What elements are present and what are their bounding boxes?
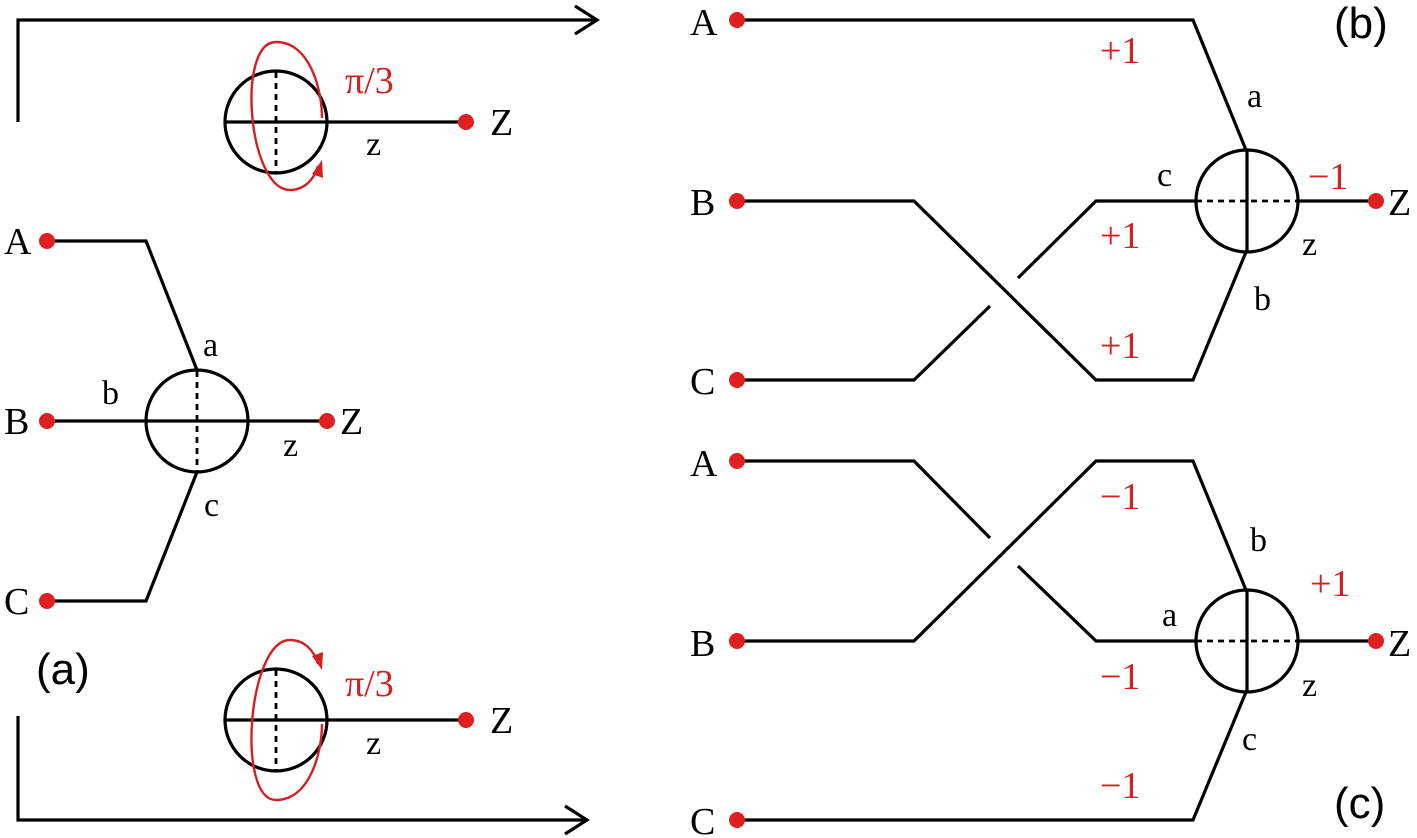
wire-C [47,471,199,603]
terminal-dot-B [729,633,745,649]
leg-label-b: b [1254,281,1271,318]
terminal-label-Z: Z [340,401,363,443]
panel-c: A B C Z a b c z −1 −1 −1 +1 (c) [690,443,1411,838]
terminal-label-Z: Z [1388,182,1411,224]
terminal-label: Z [490,700,513,742]
wire-C-lower [737,304,992,382]
rotation-angle: π/3 [345,60,394,102]
terminal-dot-A [729,12,745,28]
rotation-arrow-head [312,160,323,178]
leg-label: z [366,725,381,762]
leg-label-z: z [1302,667,1317,704]
sign-middle: +1 [1100,215,1140,257]
terminal-dot-B [729,193,745,209]
terminal-label-B: B [690,182,715,224]
terminal-label-B: B [690,623,715,665]
leg-label-c: c [204,487,219,524]
rotation-angle: π/3 [345,663,394,705]
bottom-arrow-head [564,804,590,836]
wire-A-upper [737,459,992,540]
top-rotation-junction: π/3 Z z [223,40,513,192]
sign-bottom: +1 [1100,325,1140,367]
rotation-arrow [250,40,320,192]
sign-middle: −1 [1100,656,1140,698]
terminal-label-C: C [690,361,715,403]
bottom-transition-arrow [16,716,586,822]
terminal-dot [458,114,474,130]
terminal-label-A: A [690,2,718,44]
rotation-arrow [250,638,324,802]
rotation-arrow-head [312,652,323,670]
terminal-dot-Z [319,413,335,429]
leg-label-b: b [1250,522,1267,559]
terminal-dot-C [729,812,745,828]
leg-label-c: c [1157,157,1172,194]
leg-label-c: c [1242,721,1257,758]
terminal-label-C: C [4,581,29,623]
sign-z: −1 [1308,156,1348,198]
sign-top: +1 [1100,30,1140,72]
panel-a: π/3 Z z A B C Z a b c z (a) [4,4,600,836]
top-transition-arrow [16,18,596,122]
terminal-dot-Z [1368,633,1384,649]
bottom-rotation-junction: π/3 Z z [223,638,513,802]
rotation-arrow-back [275,40,324,119]
wire-A [737,18,1248,151]
leg-label-a: a [1247,78,1262,115]
terminal-dot-B [39,413,55,429]
terminal-dot-A [729,453,745,469]
leg-label-b: b [102,375,119,412]
wire-C-upper [1016,199,1195,280]
leg-label-z: z [283,427,298,464]
wire-B [737,199,1248,382]
panel-b: A B C Z a b c z +1 +1 +1 −1 (b) [690,0,1411,403]
leg-label-z: z [1302,226,1317,263]
leg-label: z [366,126,381,163]
wire-C [737,691,1248,822]
leg-label-a: a [1162,597,1177,634]
terminal-dot-C [39,593,55,609]
terminal-label-A: A [690,443,718,485]
top-arrow-head [574,4,600,36]
terminal-dot [458,712,474,728]
panel-label: (b) [1334,0,1388,48]
panel-label: (c) [1334,779,1385,828]
sign-top: −1 [1100,476,1140,518]
terminal-label-Z: Z [1388,623,1411,665]
terminal-label-C: C [690,801,715,838]
wire-B [737,459,1248,643]
terminal-dot-Z [1368,193,1384,209]
terminal-dot-A [39,233,55,249]
terminal-dot-C [729,372,745,388]
terminal-label-A: A [4,221,32,263]
leg-label-a: a [203,327,218,364]
panel-label: (a) [36,645,90,694]
central-junction: A B C Z a b c z [4,221,363,623]
terminal-label-B: B [4,401,29,443]
sign-bottom: −1 [1100,765,1140,807]
sign-z: +1 [1310,563,1350,605]
wire-A [47,239,199,371]
wire-A-lower [1016,564,1195,643]
terminal-label: Z [490,102,513,144]
